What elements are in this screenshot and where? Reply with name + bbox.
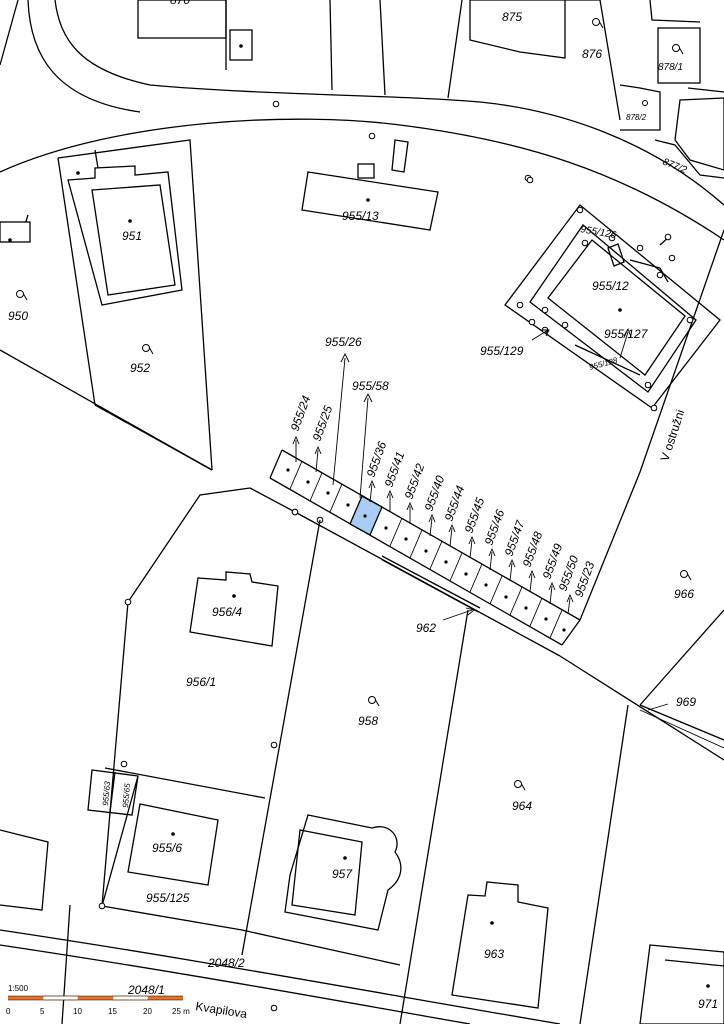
parcel-label: 955/46 [482, 507, 508, 547]
parcel-label: 971 [698, 997, 718, 1011]
parcel-label: 955/127 [604, 327, 649, 341]
parcels-center [301, 139, 439, 231]
parcel-label: 875 [502, 10, 522, 24]
scale-tick: 10 [73, 1007, 82, 1016]
parcel-label: 955/13 [342, 209, 379, 223]
scale-tick: 5 [40, 1007, 45, 1016]
parcel-label: 2048/1 [127, 983, 165, 997]
parcel-label: 957 [332, 867, 353, 881]
parcel-label: 956/1 [186, 675, 216, 689]
parcel-label: 955/42 [402, 461, 428, 501]
parcel-label: 955/45 [462, 495, 488, 535]
parcel-label: 870 [170, 0, 190, 7]
scale-ratio: 1:500 [8, 984, 29, 993]
parcels-top [137, 0, 724, 179]
parcel-label: 955/41 [382, 450, 408, 489]
parcel-label: 878/1 [658, 62, 683, 73]
parcel-label: 962 [416, 621, 436, 635]
scale-tick: 15 [108, 1007, 117, 1016]
garden-symbols [16, 18, 692, 791]
parcel-label: 877/2 [661, 157, 689, 177]
parcel-label: 955/24 [288, 393, 314, 433]
parcel-label: 956/4 [212, 605, 242, 619]
parcel-label: 878/2 [626, 113, 647, 122]
scale-tick: 25 m [172, 1007, 190, 1016]
parcel-label: 952 [130, 361, 150, 375]
parcels-lower [0, 487, 724, 1024]
parcel-label: 955/58 [352, 379, 389, 393]
parcel-label: 955/6 [152, 841, 182, 855]
street-label-kvapilova: Kvapilova [195, 999, 249, 1021]
parcel-label: 2048/2 [207, 956, 245, 970]
parcel-label: 963 [484, 947, 504, 961]
parcels-left [0, 139, 213, 471]
parcel-label: 966 [674, 587, 694, 601]
parcel-label: 955/25 [310, 403, 336, 443]
leader-arrows [292, 327, 669, 711]
parcel-label: 955/26 [325, 335, 362, 349]
scale-bar: 1:500 0 5 10 15 20 25 m [6, 984, 190, 1016]
parcel-label: 955/40 [422, 473, 448, 513]
parcel-label: 969 [676, 695, 696, 709]
boundary-nodes [120, 100, 534, 1012]
parcel-label: 955/129 [480, 344, 524, 358]
parcels-right-complex [504, 174, 724, 621]
parcel-label: 955/63 [101, 780, 112, 806]
parcel-label: 955/65 [121, 782, 132, 808]
parcel-label: 955/12 [592, 279, 629, 293]
parcel-label: 955/125 [146, 891, 190, 905]
scale-tick: 20 [143, 1007, 152, 1016]
parcel-label: 951 [122, 229, 142, 243]
parcel-label: 958 [358, 714, 378, 728]
parcel-label: 955/44 [442, 483, 468, 523]
street-label-vostruzni: V ostružni [658, 408, 688, 463]
parcel-label: 950 [8, 309, 28, 323]
parcel-label: 955/48 [520, 529, 546, 569]
parcel-label: 876 [582, 47, 602, 61]
parcel-label: 964 [512, 799, 532, 813]
scale-tick: 0 [6, 1007, 11, 1016]
